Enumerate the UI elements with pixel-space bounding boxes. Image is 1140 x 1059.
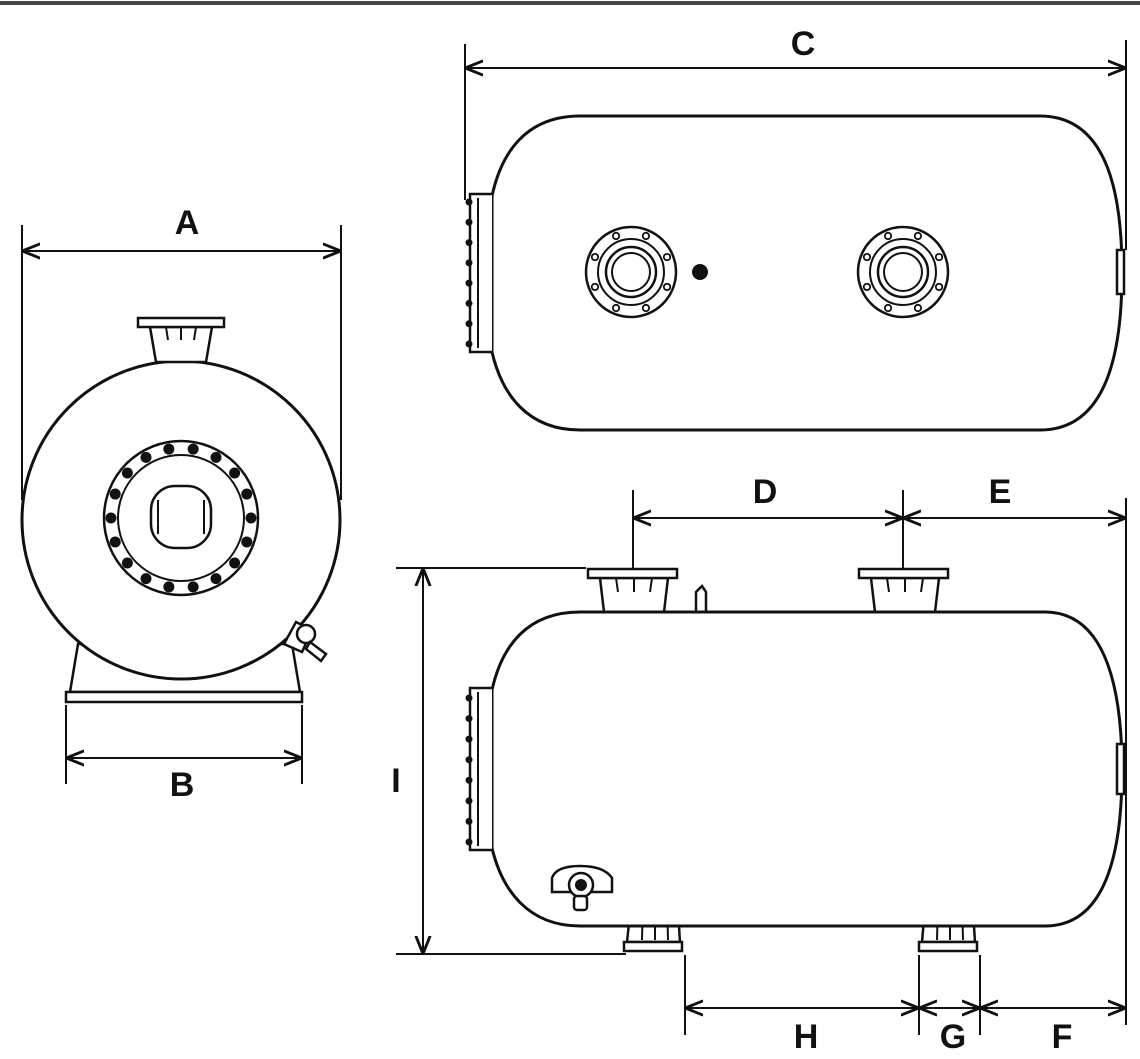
flange-pipe: [876, 245, 930, 299]
manhole-bolt: [140, 451, 152, 463]
flange-bolt-hole: [641, 303, 651, 313]
dim-G-label: G: [940, 1018, 966, 1056]
plate-bolt: [465, 797, 473, 805]
top-view-nozzle-right: [856, 225, 950, 319]
manhole-bolt: [163, 581, 175, 593]
side-view-air-vent: [694, 584, 708, 614]
plate-bolt: [465, 817, 473, 825]
flange-bolt-hole: [913, 231, 923, 241]
plate-bolt: [465, 279, 473, 287]
plate-bolt: [465, 198, 473, 206]
front-view: A B: [20, 204, 342, 804]
flange-bolt-hole: [934, 252, 944, 262]
manhole-bolt: [229, 467, 241, 479]
manhole-bolt: [109, 536, 121, 548]
plate-bolt: [465, 299, 473, 307]
flange-bolt-hole: [611, 303, 621, 313]
dim-D-label: D: [753, 473, 778, 511]
flange-bolt-hole: [862, 252, 872, 262]
flange-bolt-hole: [883, 231, 893, 241]
front-view-manhole-opening: [149, 484, 213, 550]
top-view-vent-fitting: [692, 264, 708, 280]
flange-bore: [883, 252, 923, 292]
flange-ring: [869, 238, 937, 306]
plate-bolt: [465, 715, 473, 723]
manhole-bolt: [241, 488, 253, 500]
flange-bore: [611, 252, 651, 292]
plate-bolt: [465, 694, 473, 702]
dim-A-label: A: [175, 204, 200, 242]
plate-bolt: [465, 340, 473, 348]
manhole-bolt: [121, 467, 133, 479]
flange-bolt-hole: [641, 231, 651, 241]
top-view-nozzle-left: [584, 225, 678, 319]
front-view-base-plate: [64, 690, 304, 704]
manhole-bolt: [187, 443, 199, 455]
top-view-plate-bolts: [465, 198, 473, 348]
dim-H-label: H: [794, 1018, 819, 1056]
side-view-manhole-plate: [468, 686, 492, 852]
flange-bolt-hole: [862, 282, 872, 292]
plate-bolt: [465, 838, 473, 846]
flange-bolt-hole: [662, 282, 672, 292]
side-view-drain-valve: [550, 864, 614, 912]
manhole-bolt: [187, 581, 199, 593]
manhole-bolt: [163, 443, 175, 455]
plate-bolt: [465, 239, 473, 247]
flange-pipe: [604, 245, 658, 299]
manhole-bolt: [245, 512, 257, 524]
side-view: D E I H G F: [391, 473, 1127, 1056]
flange-bolt-hole: [913, 303, 923, 313]
manhole-bolt: [210, 451, 222, 463]
side-view-end-cap: [1115, 742, 1126, 796]
plate-bolt: [465, 776, 473, 784]
top-view: C: [464, 25, 1127, 432]
flange-bolt-hole: [934, 282, 944, 292]
flange-bolt-hole: [590, 282, 600, 292]
dim-C-label: C: [791, 25, 816, 63]
manhole-bolt: [121, 557, 133, 569]
flange-bolt-hole: [662, 252, 672, 262]
manhole-bolt: [105, 512, 117, 524]
flange-bolt-hole: [883, 303, 893, 313]
top-view-tank-shell: [490, 114, 1124, 432]
manhole-bolt: [210, 573, 222, 585]
flange-ring: [597, 238, 665, 306]
side-view-tank-shell: [490, 610, 1124, 928]
side-view-plate-bolts: [465, 694, 473, 846]
top-view-manhole-plate: [468, 192, 492, 354]
manhole-bolt: [140, 573, 152, 585]
flange-bolt-hole: [611, 231, 621, 241]
dim-F-label: F: [1052, 1018, 1073, 1056]
front-view-manhole-bolts: [105, 443, 257, 593]
front-view-top-flange: [136, 316, 226, 329]
dim-E-label: E: [989, 473, 1012, 511]
plate-bolt: [465, 756, 473, 764]
front-view-drain-valve: [282, 620, 328, 663]
plate-bolt: [465, 320, 473, 328]
manhole-bolt: [229, 557, 241, 569]
plate-bolt: [465, 218, 473, 226]
dim-I-label: I: [391, 762, 400, 800]
front-view-manhole-inner-ring: [117, 454, 245, 582]
manhole-bolt: [241, 536, 253, 548]
manhole-bolt: [109, 488, 121, 500]
plate-bolt: [465, 259, 473, 267]
flange-bolt-hole: [590, 252, 600, 262]
dim-B-label: B: [170, 766, 195, 804]
plate-bolt: [465, 735, 473, 743]
top-view-end-cap: [1115, 248, 1126, 296]
